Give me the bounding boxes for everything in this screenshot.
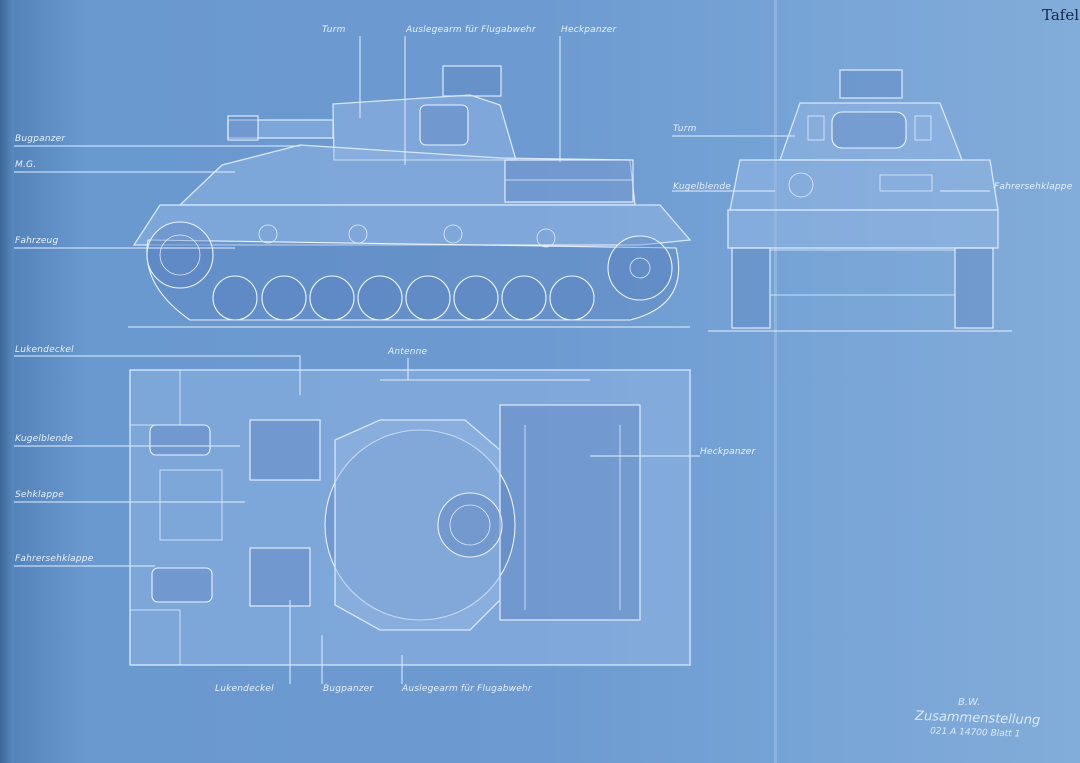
front-track-left [731, 247, 771, 329]
front-track-right [954, 247, 994, 329]
label-side-bugpanzer: Bugpanzer [15, 134, 66, 144]
top-cupola [437, 492, 503, 558]
top-turret-ring [324, 429, 516, 621]
label-top-kugelblende: Kugelblende [15, 434, 74, 444]
label-bottom-lukendeckel: Lukendeckel [215, 684, 274, 694]
top-hatch-upper [249, 419, 321, 481]
front-cupola [839, 69, 903, 99]
label-bottom-bugpanzer: Bugpanzer [323, 684, 374, 694]
side-turret [332, 94, 517, 161]
front-hull [729, 159, 999, 211]
label-side-fahrzeug: Fahrzeug [15, 236, 59, 246]
leader-lines [14, 36, 990, 684]
stamp-line-1: B.W. [958, 697, 981, 708]
top-heckpanzer [499, 404, 641, 621]
label-side-auslegearm: Auslegearm für Flugabwehr [406, 25, 536, 35]
side-return-rollers [258, 224, 556, 248]
plate-number: Tafel [1042, 6, 1080, 24]
sheet-fold-line [774, 0, 777, 763]
label-top-lukendeckel: Lukendeckel [15, 345, 74, 355]
top-sehklappe-panel [159, 469, 223, 541]
side-cupola [442, 65, 502, 97]
side-view [128, 65, 692, 328]
sheet-left-edge [0, 0, 14, 763]
side-fender [132, 204, 692, 246]
side-road-wheels [212, 275, 595, 321]
side-idler [607, 235, 673, 301]
label-side-turm: Turm [322, 25, 346, 35]
label-front-fahrersehklappe: Fahrersehklappe [994, 182, 1073, 192]
label-top-antenne: Antenne [388, 347, 428, 357]
label-front-kugelblende: Kugelblende [673, 182, 732, 192]
side-heckpanzer [504, 159, 634, 203]
label-side-mg: M.G. [15, 160, 37, 170]
label-top-sehklappe: Sehklappe [15, 490, 64, 500]
label-side-heckpanzer: Heckpanzer [561, 25, 617, 35]
top-hull-outline [129, 369, 691, 666]
label-top-fahrersehklappe: Fahrersehklappe [15, 554, 94, 564]
top-turret [334, 419, 501, 631]
label-bottom-auslegearm: Auslegearm für Flugabwehr [402, 684, 532, 694]
top-hatch-lower [249, 547, 311, 607]
side-sprocket [146, 221, 214, 289]
front-lower-plate [727, 209, 999, 249]
top-view [129, 369, 691, 666]
label-front-turm: Turm [673, 124, 697, 134]
label-top-heckpanzer: Heckpanzer [700, 447, 756, 457]
front-view [708, 69, 1012, 332]
